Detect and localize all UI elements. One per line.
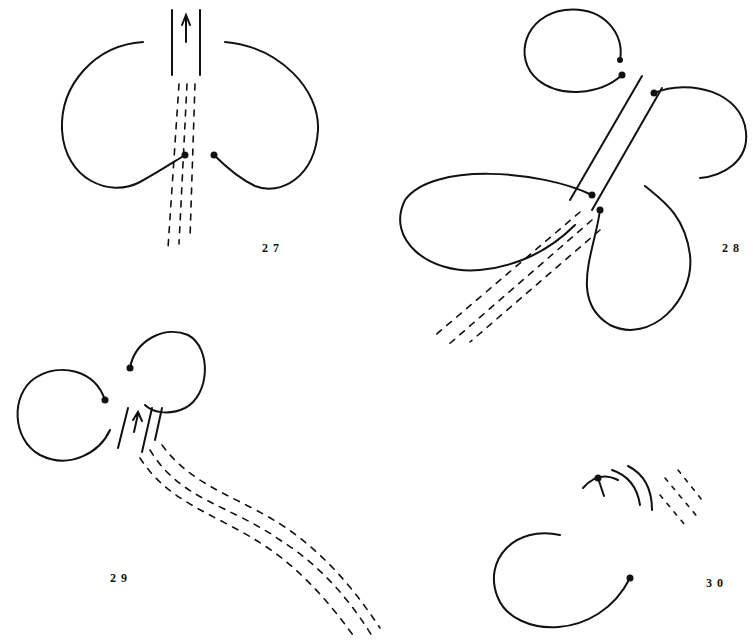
- loop-path: [494, 533, 630, 627]
- waggle-lines: [570, 76, 662, 210]
- waggle-lines: [118, 408, 162, 452]
- waggle-lines: [172, 10, 200, 75]
- loop-path: [525, 10, 622, 92]
- loop-path: [400, 174, 592, 271]
- loop-path: [214, 42, 318, 189]
- direction-arrow: [182, 15, 190, 42]
- loop-path: [587, 186, 691, 330]
- dash-trail: [432, 212, 600, 345]
- dash-trail: [660, 470, 702, 525]
- loop-path: [654, 87, 746, 178]
- figure-number: 28: [722, 241, 744, 256]
- direction-arrow: [133, 412, 142, 432]
- dash-trail: [140, 445, 380, 638]
- loop-path: [18, 370, 110, 461]
- figure-number: 27: [262, 241, 284, 256]
- figure-number: 30: [706, 576, 728, 591]
- figure-number: 29: [110, 571, 132, 586]
- dots: [102, 57, 658, 582]
- loop-path: [130, 332, 205, 413]
- arc-marks: [583, 466, 652, 510]
- loop-path: [62, 42, 185, 188]
- dash-trail: [168, 84, 195, 248]
